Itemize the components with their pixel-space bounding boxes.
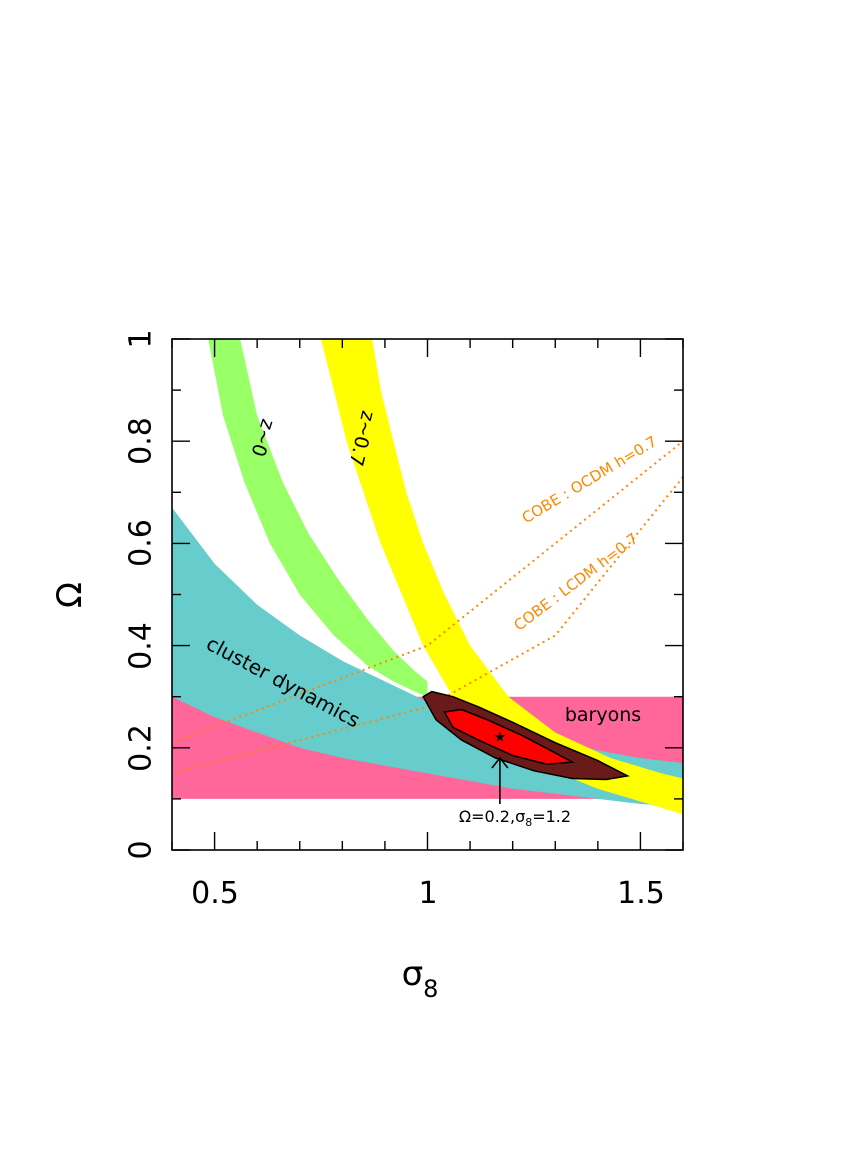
band-z0 (208, 339, 428, 697)
annotation-label-prefix: Ω=0.2,σ (459, 807, 525, 826)
annotation-label-subscript: 8 (525, 816, 532, 829)
y-tick-label-0.4: 0.4 (124, 622, 159, 670)
likelihood-contour-inner (443, 708, 575, 765)
cobe-lcdm-line (172, 476, 683, 775)
shaded-bands (172, 339, 683, 815)
x-tick-label-1.5: 1.5 (617, 876, 665, 911)
x-axis-title-symbol: σ (402, 954, 424, 994)
likelihood-contours (422, 690, 630, 781)
annotation-label: Ω=0.2,σ8=1.2 (459, 807, 571, 829)
y-tick-label-0.6: 0.6 (124, 519, 159, 567)
label-cobe-ocdm: COBE : OCDM h=0.7 (519, 432, 660, 527)
cobe-ocdm-line (172, 440, 683, 744)
x-tick-label-0.5: 0.5 (191, 876, 239, 911)
best-fit-star-marker: ★ (494, 730, 507, 746)
y-tick-label-0.8: 0.8 (124, 417, 159, 465)
y-tick-label-0.2: 0.2 (124, 724, 159, 772)
x-axis-title: σ8 (402, 954, 439, 1003)
x-axis-title-subscript: 8 (423, 975, 438, 1003)
axis-ticks (171, 338, 684, 851)
y-tick-label-1: 1 (124, 329, 159, 348)
y-tick-label-0: 0 (124, 840, 159, 859)
annotation-label-suffix: =1.2 (532, 807, 571, 826)
band-cluster-dynamics (172, 507, 683, 807)
annotation-arrow-head (491, 756, 509, 769)
y-axis-title: Ω (50, 582, 90, 608)
x-tick-label-1: 1 (418, 876, 437, 911)
label-cobe-lcdm: COBE : LCDM h=0.7 (510, 529, 641, 634)
cobe-lines (172, 440, 683, 775)
likelihood-contour-outer (422, 690, 630, 781)
label-baryons: baryons (565, 704, 641, 726)
annotation-arrow (491, 756, 509, 805)
